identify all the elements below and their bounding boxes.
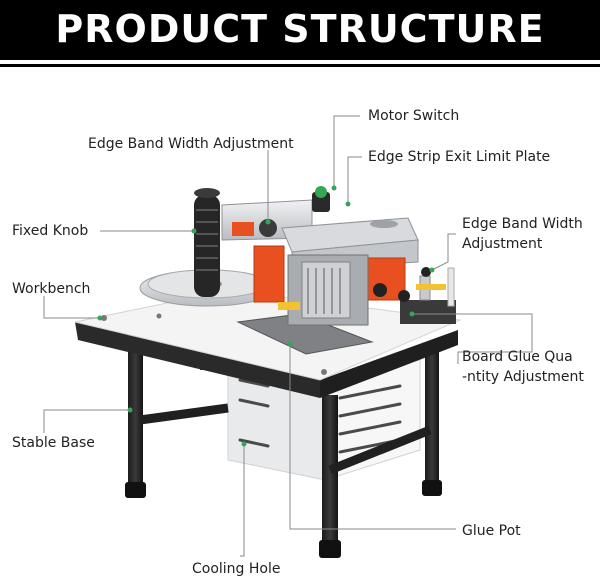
page-title: PRODUCT STRUCTURE [55, 7, 545, 51]
label-cooling-hole: Cooling Hole [192, 561, 281, 577]
fixed-knob-column [194, 188, 220, 297]
leader-lines [43, 115, 533, 557]
label-edge-strip-exit-limit-plate: Edge Strip Exit Limit Plate [368, 149, 551, 165]
label-board-glue-quantity-line1: Board Glue Qua [462, 349, 573, 365]
banner-rule [0, 64, 600, 67]
cooling-hole-slots [238, 378, 402, 454]
label-edge-band-width-adjustment-right-line2: Adjustment [462, 236, 543, 252]
feed-mechanism [278, 254, 387, 326]
cooling-box [227, 349, 421, 481]
adjust-lever [232, 222, 254, 236]
stand-feet [125, 480, 442, 558]
label-edge-band-width-adjustment-left: Edge Band Width Adjustment [88, 136, 294, 152]
label-board-glue-quantity-line2: -ntity Adjustment [462, 369, 584, 385]
motor-switch [312, 186, 330, 212]
label-workbench: Workbench [12, 281, 91, 297]
width-adjust-knob [259, 219, 277, 237]
label-motor-switch: Motor Switch [368, 108, 460, 124]
orange-cover-left [253, 245, 285, 303]
leader-dots [97, 185, 435, 447]
stand-braces [139, 403, 432, 475]
table-apron [75, 322, 458, 398]
glue-pot-window [236, 313, 374, 355]
label-glue-pot: Glue Pot [462, 523, 521, 539]
label-edge-band-width-adjustment-right-line1: Edge Band Width [462, 216, 583, 232]
title-banner [0, 0, 600, 60]
label-fixed-knob: Fixed Knob [12, 223, 89, 239]
exit-limit-plate [398, 267, 456, 324]
label-stable-base: Stable Base [12, 435, 95, 451]
